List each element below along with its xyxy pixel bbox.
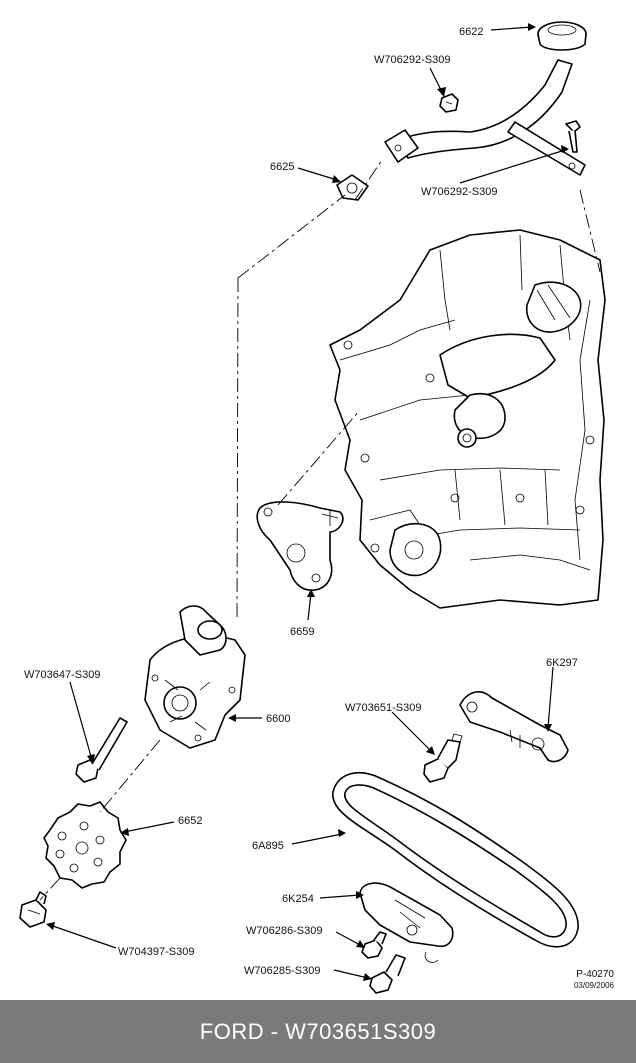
label-6622: 6622	[459, 26, 483, 38]
chain-tensioner-6K254	[359, 882, 454, 963]
label-6K254: 6K254	[282, 893, 314, 905]
bolt-w706285	[369, 954, 406, 994]
alignment-lines	[39, 159, 601, 901]
bolt-w706292-mid	[565, 120, 581, 153]
leader-lines	[46, 23, 569, 981]
label-6600: 6600	[266, 713, 290, 725]
label-w706286: W706286-S309	[246, 925, 322, 937]
gasket-6659	[256, 501, 344, 591]
parts-diagram: 6622 W706292-S309 6625 W706292-S309 6659…	[19, 21, 615, 994]
timing-chain-6A895	[332, 771, 579, 948]
gasket-6625	[336, 174, 369, 201]
label-6652: 6652	[178, 815, 202, 827]
label-w703647: W703647-S309	[24, 669, 100, 681]
label-6A895: 6A895	[252, 840, 284, 852]
caption-bar: FORD - W703651S309	[0, 1000, 636, 1063]
label-w706292-mid: W706292-S309	[421, 186, 497, 198]
reference-number: P-40270	[576, 969, 614, 980]
label-6625: 6625	[270, 161, 294, 173]
label-6K297: 6K297	[546, 657, 578, 669]
caption-text: FORD - W703651S309	[199, 1018, 437, 1044]
label-6659: 6659	[290, 626, 314, 638]
bolt-w704397	[19, 891, 47, 928]
oil-pickup-tube	[384, 21, 587, 176]
bolt-w706292-top	[439, 93, 459, 113]
label-w704397: W704397-S309	[118, 946, 194, 958]
bolt-w703651	[423, 733, 463, 783]
bolt-w706286	[361, 931, 387, 959]
label-w706292-top: W706292-S309	[374, 54, 450, 66]
engine-block	[329, 229, 606, 609]
oil-pump-6600	[144, 605, 246, 749]
sprocket-6652	[43, 801, 127, 889]
label-w706285: W706285-S309	[244, 965, 320, 977]
chain-guide-6K297	[459, 691, 569, 763]
diagram-date: 03/09/2006	[574, 981, 615, 990]
label-w703651: W703651-S309	[345, 702, 421, 714]
bolt-w703647	[75, 717, 128, 783]
